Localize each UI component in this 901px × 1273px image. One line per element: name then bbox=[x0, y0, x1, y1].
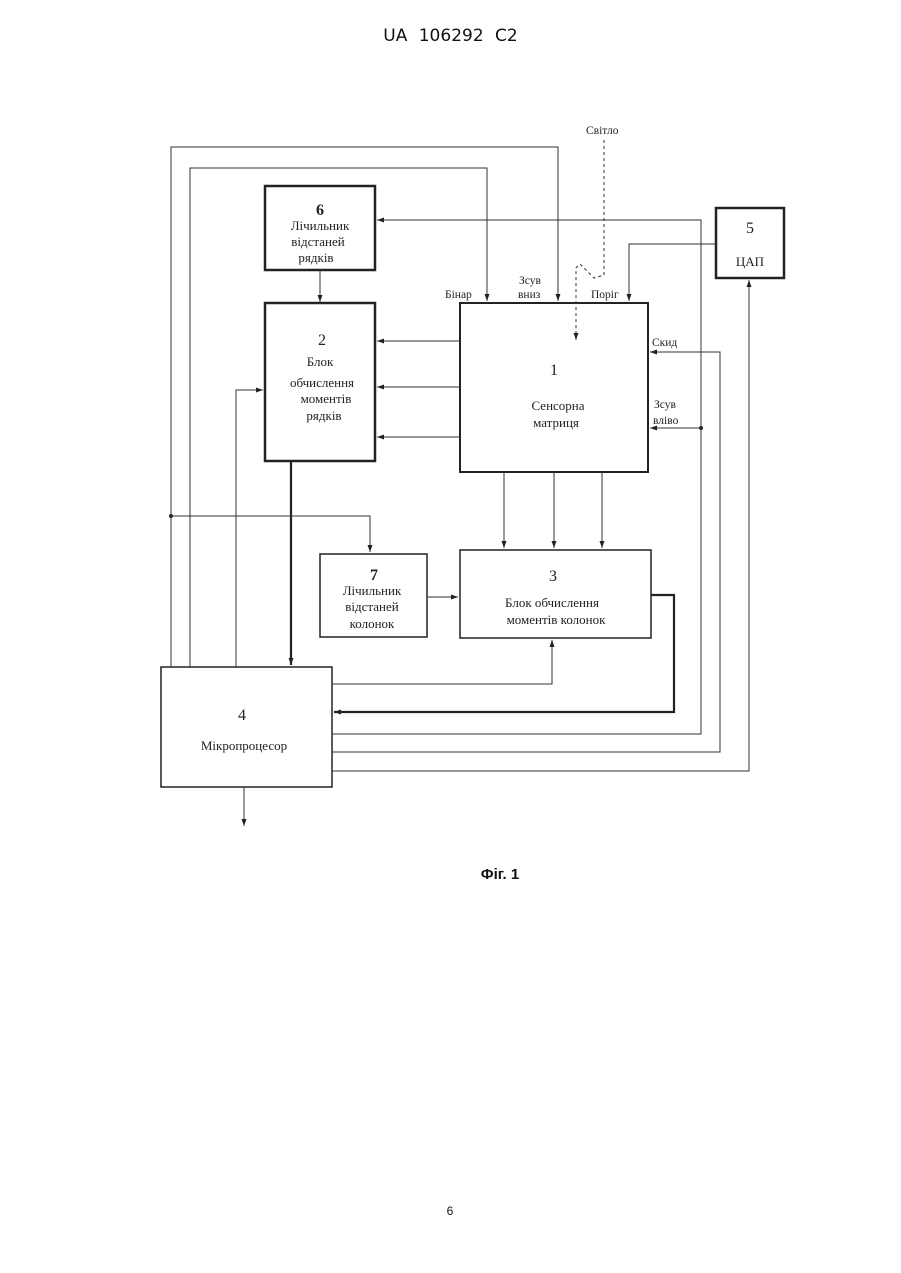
block-2-label-3: моментів bbox=[301, 391, 352, 406]
block-5-label: ЦАП bbox=[736, 254, 764, 269]
block-5-dac: 5 ЦАП bbox=[716, 208, 784, 278]
signal-shift-left-label-2: вліво bbox=[653, 415, 679, 427]
figure-caption: Фіг. 1 bbox=[440, 866, 560, 883]
signal-reset-label: Скид bbox=[652, 337, 677, 349]
block-2-row-moments: 2 Блок обчислення моментів рядків bbox=[265, 303, 375, 461]
block-2-label-4: рядків bbox=[306, 408, 341, 423]
block-6-label-2: відстаней bbox=[291, 234, 344, 249]
block-1-label-1: Сенсорна bbox=[531, 398, 584, 413]
block-2-label-1: Блок bbox=[307, 354, 334, 369]
block-7-number: 7 bbox=[370, 567, 378, 584]
block-5-number: 5 bbox=[746, 220, 754, 237]
block-1-number: 1 bbox=[550, 362, 558, 379]
block-3-number: 3 bbox=[549, 568, 557, 585]
block-6-row-distance-counter: 6 Лічильник відстаней рядків bbox=[265, 186, 375, 270]
block-3-column-moments: 3 Блок обчислення моментів колонок bbox=[460, 550, 651, 638]
block-1-sensor-matrix: 1 Сенсорна матриця bbox=[460, 303, 648, 472]
light-label: Світло bbox=[586, 125, 619, 137]
block-4-microprocessor: 4 Мікропроцесор bbox=[161, 667, 332, 787]
page-number: 6 bbox=[440, 1204, 460, 1218]
signal-threshold-label: Поріг bbox=[591, 289, 619, 301]
block-6-label-3: рядків bbox=[298, 250, 333, 265]
block-2-label-2: обчислення bbox=[290, 375, 354, 390]
block-1-label-2: матриця bbox=[533, 415, 579, 430]
signal-binar-label: Бінар bbox=[445, 289, 472, 301]
block-6-number: 6 bbox=[316, 202, 324, 219]
signal-shift-left-label-1: Зсув bbox=[654, 399, 676, 411]
block-4-label: Мікропроцесор bbox=[201, 738, 287, 753]
block-3-label-1: Блок обчислення bbox=[505, 595, 599, 610]
block-6-label-1: Лічильник bbox=[291, 218, 350, 233]
block-4-number: 4 bbox=[238, 707, 246, 724]
block-7-label-2: відстаней bbox=[345, 599, 398, 614]
block-3-label-2: моментів колонок bbox=[507, 612, 607, 627]
signal-shift-down-label-2: вниз bbox=[518, 289, 541, 301]
signal-shift-down-label-1: Зсув bbox=[519, 275, 541, 287]
block-7-column-distance-counter: 7 Лічильник відстаней колонок bbox=[320, 554, 427, 637]
block-7-label-1: Лічильник bbox=[343, 583, 402, 598]
block-7-label-3: колонок bbox=[350, 616, 395, 631]
block-2-number: 2 bbox=[318, 332, 326, 349]
